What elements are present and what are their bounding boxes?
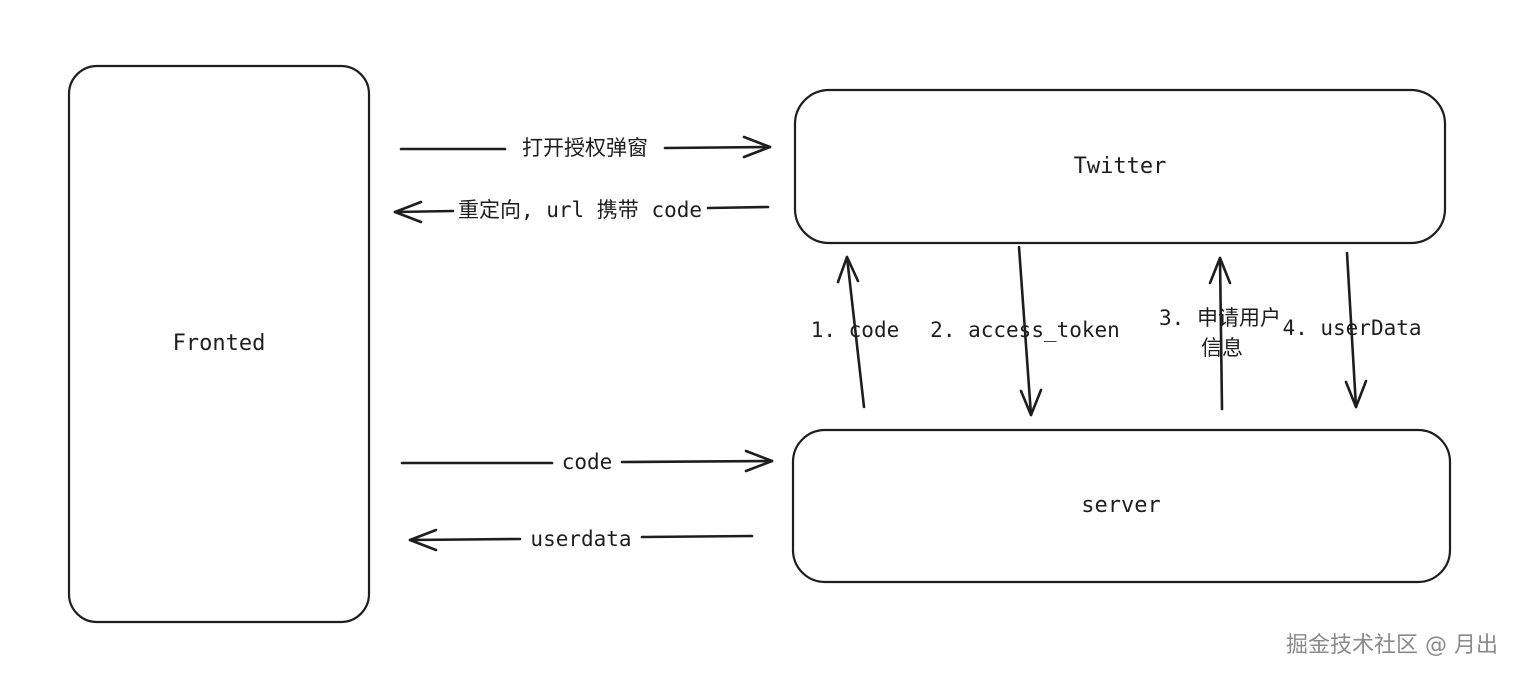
edge-redirect-label: 重定向, url 携带 code [458, 198, 702, 222]
edge-step4-label: 4. userData [1282, 316, 1421, 340]
twitter-node[interactable]: Twitter [793, 88, 1447, 245]
edge-redirect: 重定向, url 携带 code [393, 198, 770, 224]
edge-step4-arrowhead [1344, 379, 1368, 409]
twitter-box [793, 88, 1447, 245]
edge-step1-label: 1. code [811, 318, 900, 342]
edge-code-label: code [562, 450, 613, 474]
edge-code-line-right [620, 459, 774, 464]
edge-userdata-line-left [408, 537, 522, 542]
edge-step3-label-line1: 3. 申请用户 [1159, 306, 1281, 330]
edge-step4 [1344, 251, 1368, 409]
edge-redirect-arrowhead [393, 200, 423, 224]
edge-step3-line [1218, 256, 1224, 411]
edge-step1-line [845, 255, 866, 409]
server-box [791, 428, 1452, 584]
edge-step1 [836, 255, 866, 409]
edge-step1-arrowhead [836, 255, 860, 284]
edge-step2-label: 2. access_token [930, 318, 1120, 342]
edge-open-auth-label: 打开授权弹窗 [522, 136, 648, 160]
edge-step3 [1208, 256, 1232, 411]
frontend-node[interactable]: Fronted [67, 64, 371, 624]
edge-step4-line [1345, 251, 1358, 409]
edge-open-auth-line-right [663, 145, 772, 150]
edge-userdata-to-front: userdata [408, 527, 754, 552]
edge-code-to-server: code [400, 449, 774, 474]
watermark-text: 掘金技术社区 @ 月出 [1286, 633, 1498, 658]
edge-step2-arrowhead [1019, 388, 1043, 417]
server-node[interactable]: server [791, 428, 1452, 584]
edge-open-auth-arrowhead [742, 135, 772, 159]
edge-redirect-line-left [393, 209, 455, 214]
edge-userdata-arrowhead [408, 528, 438, 552]
edge-step2-line [1017, 245, 1033, 417]
twitter-label: Twitter [1074, 154, 1167, 179]
edge-open-auth: 打开授权弹窗 [399, 135, 772, 160]
server-label: server [1081, 493, 1160, 518]
frontend-label: Fronted [173, 331, 266, 356]
frontend-box [67, 64, 371, 624]
edge-step3-label-line2: 信息 [1201, 336, 1243, 360]
edge-userdata-label: userdata [530, 527, 631, 551]
edge-redirect-line-right [706, 205, 770, 210]
edge-code-arrowhead [744, 449, 774, 473]
edge-userdata-line-right [640, 534, 754, 539]
edge-step2 [1017, 245, 1043, 417]
edge-step3-arrowhead [1208, 256, 1232, 285]
